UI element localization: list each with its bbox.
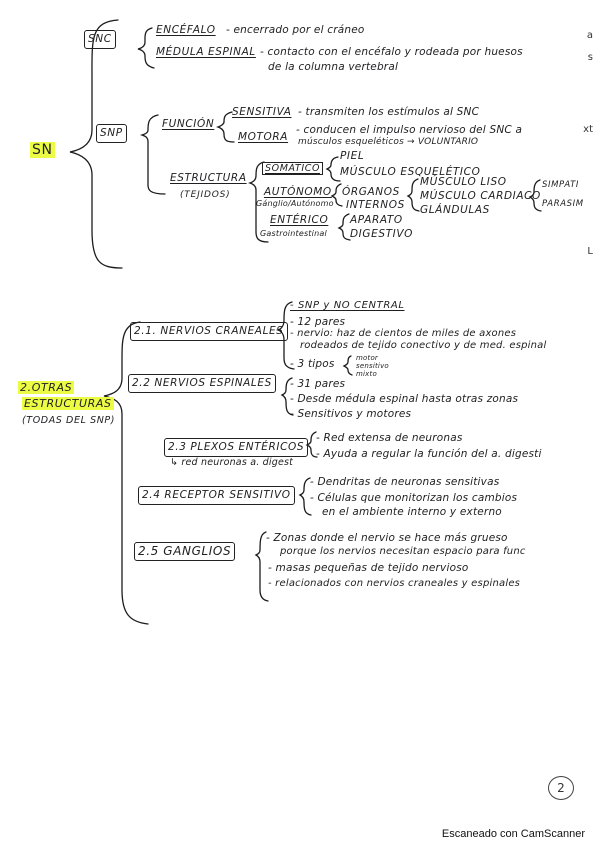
tipo-motor: motor <box>356 354 379 362</box>
receptor-item-2: - Células que monitorizan los cambios <box>310 492 518 504</box>
plexos-box: 2.3 PLEXOS ENTÉRICOS <box>164 438 309 457</box>
sensitiva-label: SENSITIVA <box>232 106 292 118</box>
organos-label: ÓRGANOS <box>342 186 400 198</box>
ganglios-item-3: - masas pequeñas de tejido nervioso <box>268 562 469 574</box>
ganglios-bracket <box>254 531 269 602</box>
craneales-item-4: rodeados de tejido conectivo y de med. e… <box>300 340 547 351</box>
musculo-esqueletico-label: MÚSCULO ESQUELÉTICO <box>340 166 481 178</box>
musculo-liso-label: MÚSCULO LISO <box>420 176 507 188</box>
craneales-item-1: - SNP y NO CENTRAL <box>290 300 405 311</box>
espinales-item-2: - Desde médula espinal hasta otras zonas <box>290 393 519 405</box>
espinales-bracket <box>280 377 294 416</box>
tipos-bracket <box>342 355 353 376</box>
espinales-item-1: - 31 pares <box>290 378 346 390</box>
plexos-bracket <box>305 431 318 458</box>
medula-label: MÉDULA ESPINAL <box>156 46 256 58</box>
nervios-espinales-box: 2.2 NERVIOS ESPINALES <box>128 374 276 393</box>
estructura-label: ESTRUCTURA <box>170 172 247 184</box>
tejidos-label: (TEJIDOS) <box>180 190 231 200</box>
piel-label: PIEL <box>340 150 365 162</box>
craneales-bracket <box>275 301 295 370</box>
medula-desc-1: - contacto con el encéfalo y rodeada por… <box>260 46 523 58</box>
musculo-cardiaco-label: MÚSCULO CARDIACO <box>420 190 541 202</box>
sensitiva-desc: - transmiten los estímulos al SNC <box>298 106 480 118</box>
motora-desc-1: - conducen el impulso nervioso del SNC a <box>296 124 523 136</box>
edge-mark-2: s <box>587 52 593 63</box>
snc-bracket <box>137 27 155 69</box>
receptor-item-1: - Dendritas de neuronas sensitivas <box>310 476 500 488</box>
edge-mark-4: L <box>587 246 593 257</box>
simpatico-bracket <box>528 179 542 212</box>
craneales-item-5: - 3 tipos <box>290 358 335 370</box>
tipo-mixto: mixto <box>356 370 377 378</box>
organos-bracket <box>406 178 420 212</box>
snp-bracket <box>139 114 166 195</box>
receptor-item-3: en el ambiente interno y externo <box>322 506 502 518</box>
digestivo-label: DIGESTIVO <box>350 228 413 240</box>
aparato-label: APARATO <box>350 214 403 226</box>
snp-box: SNP <box>96 124 127 143</box>
medula-desc-2: de la columna vertebral <box>268 61 399 73</box>
enterico-label: ENTÉRICO <box>270 214 329 226</box>
otras-title-1: 2.OTRAS <box>18 381 75 394</box>
motora-desc-2: músculos esqueléticos → VOLUNTARIO <box>298 137 479 147</box>
edge-mark-3: xt <box>583 124 593 135</box>
somatico-bracket <box>325 156 341 182</box>
otras-title-2: ESTRUCTURAS <box>22 397 114 410</box>
funcion-bracket <box>215 111 235 143</box>
otras-bracket <box>103 321 149 625</box>
estructura-bracket <box>247 161 269 243</box>
receptor-box: 2.4 RECEPTOR SENSITIVO <box>138 486 295 505</box>
craneales-item-2: - 12 pares <box>290 316 346 328</box>
otras-title-2-text: ESTRUCTURAS <box>22 397 114 410</box>
plexos-sub: ↳ red neuronas a. digest <box>170 457 294 468</box>
ganglios-box: 2.5 GANGLIOS <box>134 542 236 561</box>
enterico-bracket <box>337 213 351 241</box>
receptor-bracket <box>298 477 312 516</box>
otras-title-1-text: 2.OTRAS <box>18 381 75 394</box>
motora-label: MOTORA <box>238 131 289 143</box>
ganglios-item-4: - relacionados con nervios craneales y e… <box>268 578 521 589</box>
simpatico-label: SIMPATI <box>542 180 580 190</box>
encefalo-desc: - encerrado por el cráneo <box>226 24 365 36</box>
sn-bracket <box>69 19 123 269</box>
funcion-label: FUNCIÓN <box>162 118 215 130</box>
edge-mark-1: a <box>586 30 593 41</box>
enterico-sub: Gastrointestinal <box>260 229 327 238</box>
encefalo-label: ENCÉFALO <box>156 24 216 36</box>
espinales-item-3: - Sensitivos y motores <box>290 408 412 420</box>
autonomo-sub: Gánglio/Autónomo <box>256 199 334 208</box>
autonomo-bracket <box>330 183 343 207</box>
plexos-item-2: - Ayuda a regular la función del a. dige… <box>316 448 542 460</box>
sn-title-text: SN <box>30 142 55 158</box>
snc-box: SNC <box>84 30 116 49</box>
glandulas-label: GLÁNDULAS <box>420 204 490 216</box>
otras-subtitle: (TODAS DEL SNP) <box>22 415 116 426</box>
somatico-label: SOMÁTICO <box>262 162 324 175</box>
camscanner-footer: Escaneado con CamScanner <box>441 828 585 840</box>
ganglios-item-2: porque los nervios necesitan espacio par… <box>280 546 526 557</box>
parasimpatico-label: PARASIM <box>542 199 584 209</box>
craneales-item-3: - nervio: haz de cientos de miles de axo… <box>290 328 517 339</box>
nervios-craneales-box: 2.1. NERVIOS CRANEALES <box>130 322 288 341</box>
autonomo-label: AUTÓNOMO <box>264 186 332 198</box>
page-number: 2 <box>548 776 574 800</box>
ganglios-item-1: - Zonas donde el nervio se hace más grue… <box>266 532 508 544</box>
plexos-item-1: - Red extensa de neuronas <box>316 432 463 444</box>
tipo-sensitivo: sensitivo <box>356 362 389 370</box>
internos-label: INTERNOS <box>346 199 405 211</box>
sn-title: SN <box>30 142 55 158</box>
